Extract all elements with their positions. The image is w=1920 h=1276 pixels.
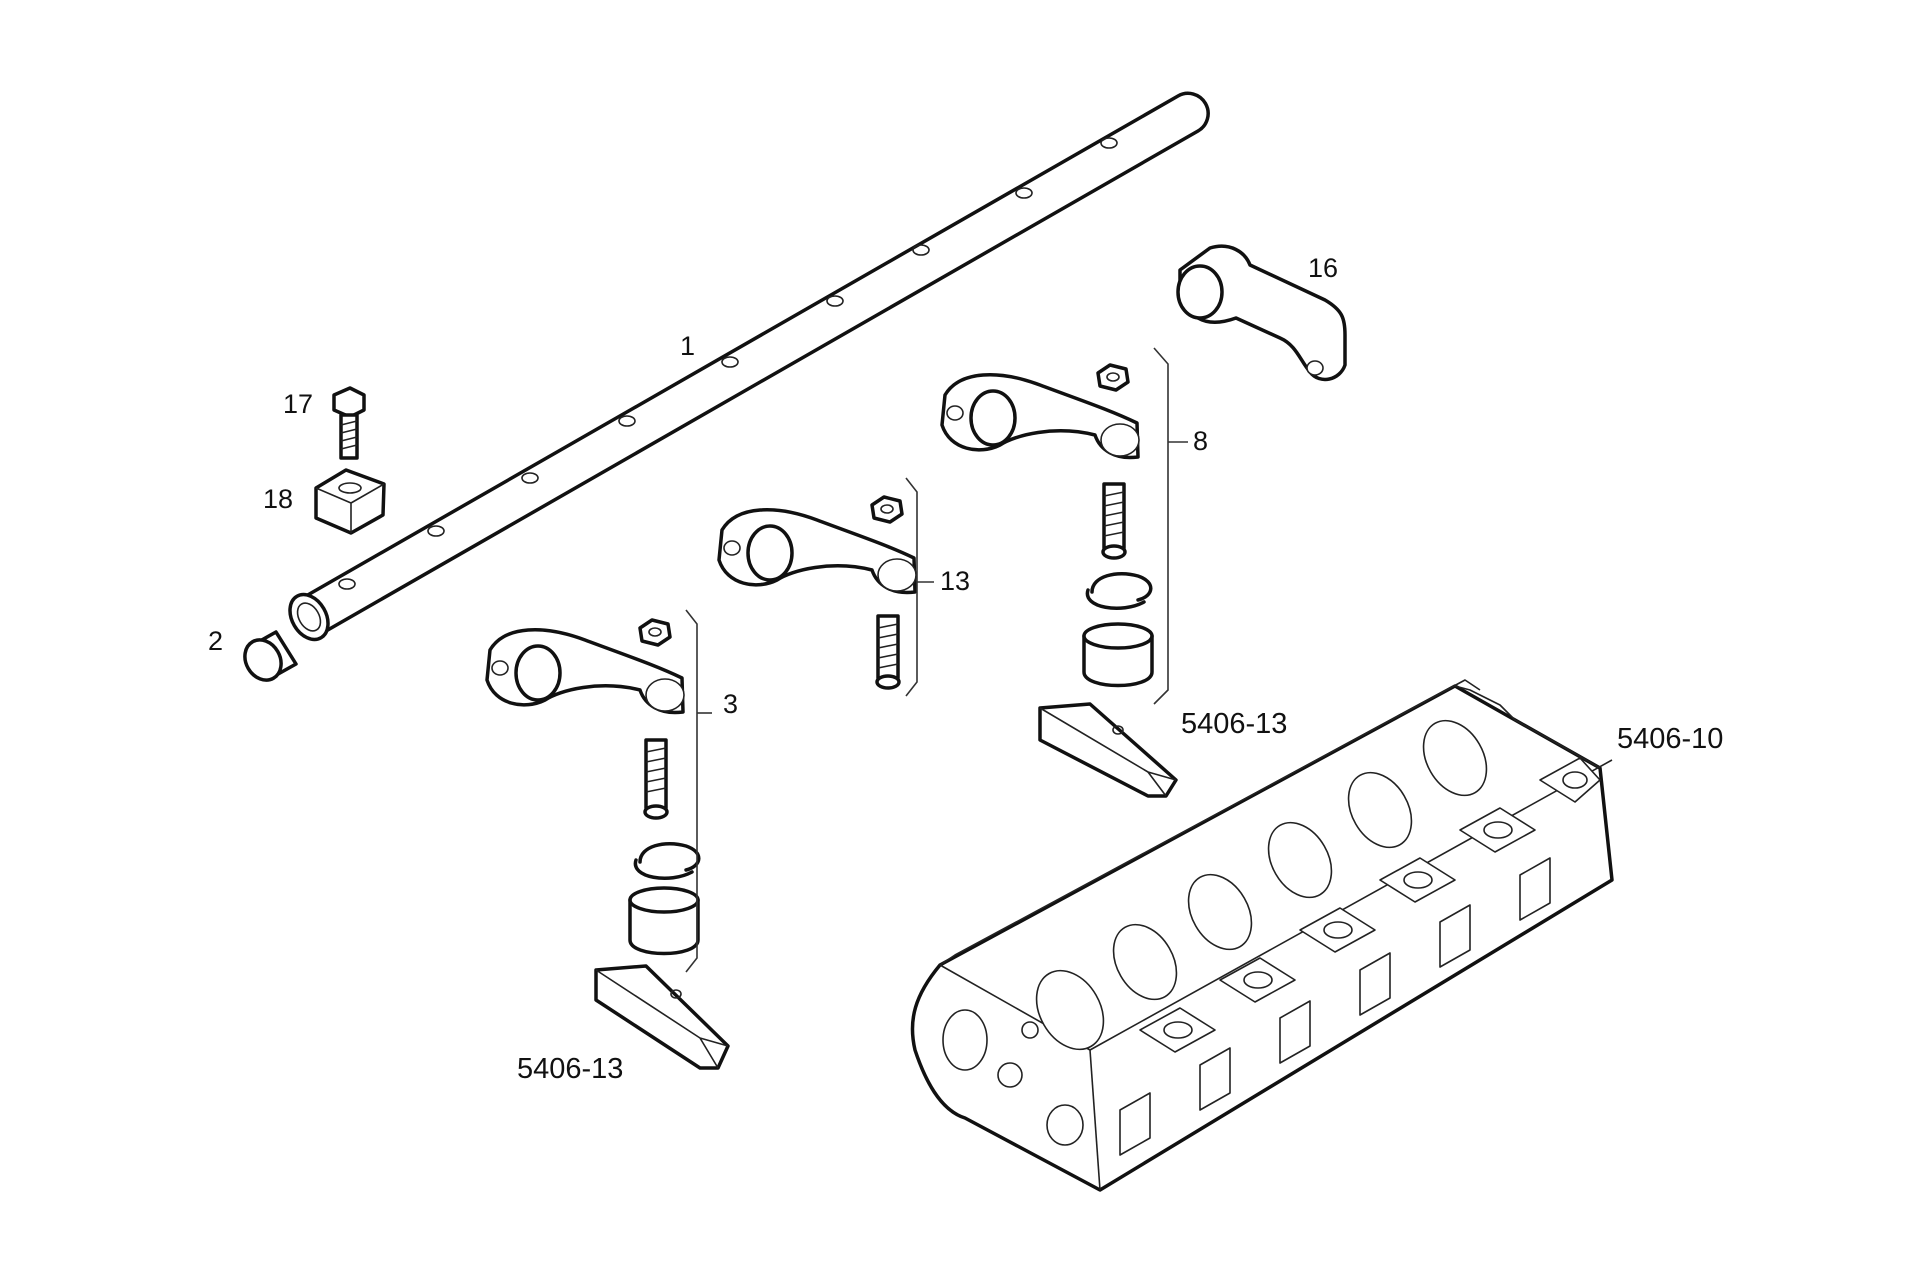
rocker-shaft — [288, 91, 1210, 642]
snap-ring — [1085, 571, 1153, 610]
bracket-13 — [905, 477, 918, 697]
rocker-assembly-3 — [485, 609, 712, 973]
adjust-nut — [1096, 363, 1130, 392]
callout-1: 1 — [680, 331, 695, 361]
bushing — [628, 886, 700, 956]
bushing — [1082, 622, 1154, 688]
support-block-18 — [314, 468, 386, 535]
rocker-assembly-13 — [717, 477, 934, 697]
rocker-arm — [940, 373, 1140, 460]
wedge-left — [594, 964, 730, 1070]
callout-16: 16 — [1308, 253, 1338, 283]
rocker-assembly-8 — [940, 347, 1188, 705]
bracket-8 — [1153, 347, 1169, 705]
head-side-panels — [1119, 857, 1551, 1156]
callout-18: 18 — [263, 484, 293, 514]
callout-17: 17 — [283, 389, 313, 419]
shaft-oil-holes — [338, 137, 1118, 590]
adjust-nut — [870, 495, 904, 524]
reference-left: 5406-13 — [517, 1053, 623, 1085]
adjust-screw — [1101, 482, 1127, 560]
callout-13: 13 — [940, 566, 970, 596]
adjust-screw — [643, 738, 669, 820]
reference-right: 5406-13 — [1181, 708, 1287, 740]
shaft-plug — [243, 630, 298, 682]
wedge-right — [1038, 702, 1178, 798]
adjust-nut — [638, 618, 672, 647]
bracket-3 — [685, 609, 698, 973]
bolt-17 — [332, 386, 366, 460]
rocker-arm — [485, 628, 685, 715]
adjust-screw — [875, 614, 901, 690]
cylinder-bores — [1035, 719, 1488, 1051]
valve-ports — [1139, 757, 1601, 1053]
rocker-arm — [717, 508, 917, 595]
cylinder-head — [910, 679, 1614, 1192]
callout-2: 2 — [208, 626, 223, 656]
rocker-arm-16 — [1176, 244, 1347, 382]
callout-3: 3 — [723, 689, 738, 719]
snap-ring — [633, 841, 701, 880]
reference-cylinder-head: 5406-10 — [1617, 723, 1723, 755]
head-end-face — [942, 1009, 1084, 1146]
callout-8: 8 — [1193, 426, 1208, 456]
